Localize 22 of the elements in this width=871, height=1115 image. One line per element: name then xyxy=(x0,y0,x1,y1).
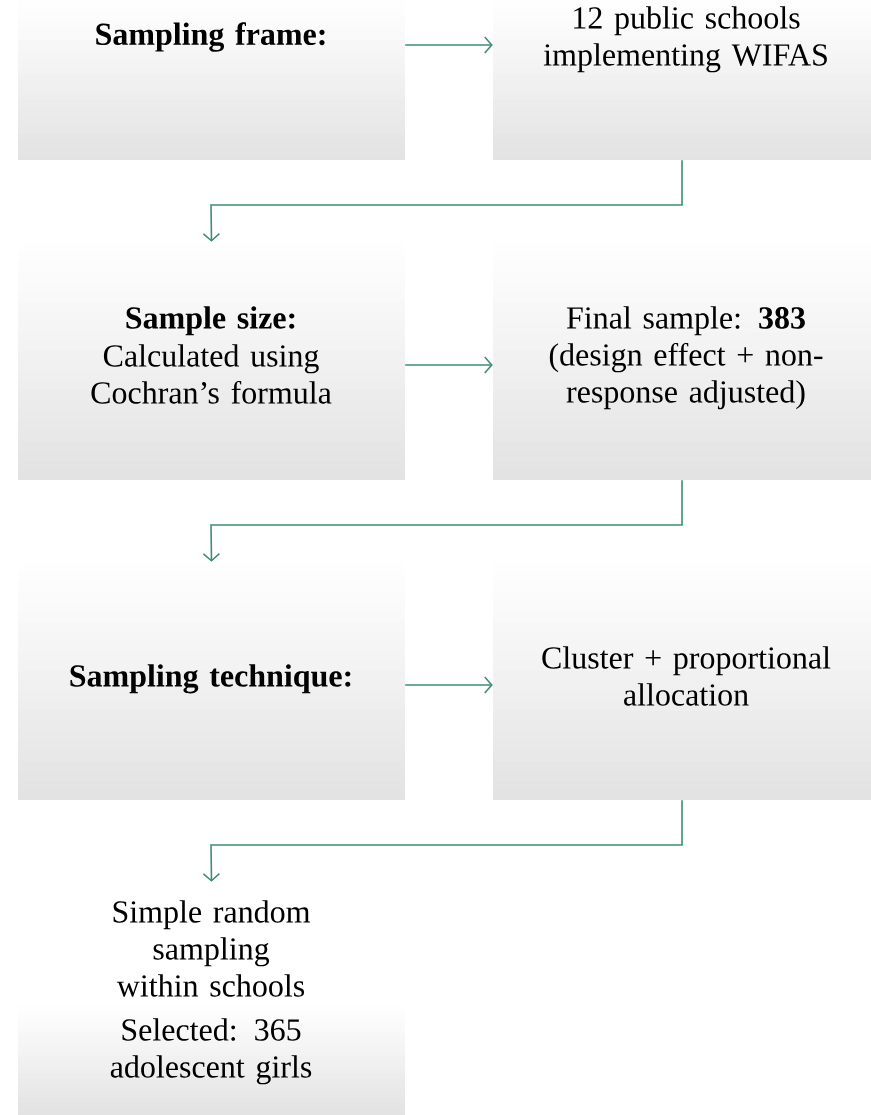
node-label: Calculated using Cochran’s formula xyxy=(91,344,332,404)
arrow xyxy=(202,799,683,882)
process-box: 12 public schools implementing WIFAS xyxy=(493,0,871,160)
node-label: Sampling frame: xyxy=(96,22,325,52)
arrow xyxy=(404,356,493,374)
arrow xyxy=(202,479,683,562)
process-box: Cluster + proportional allocation xyxy=(493,562,871,800)
node-label: Sampling technique: xyxy=(70,664,351,694)
node-label: 12 public schools implementing WIFAS xyxy=(543,6,827,73)
process-box: Simple random sampling within schools Selected: 365 adolescent girls xyxy=(18,882,405,1115)
arrow xyxy=(202,159,683,242)
node-label: Selected: 365 adolescent girls xyxy=(110,1018,312,1085)
node-label: Final sample: 383 (design effect + non-response adjusted) xyxy=(549,306,823,410)
process-box: Sampling frame: xyxy=(18,0,405,160)
arrow xyxy=(404,676,493,694)
node-label: Cluster + proportional allocation xyxy=(542,646,831,706)
node-label: Sample size: xyxy=(126,306,295,336)
arrow xyxy=(404,36,493,54)
node-label: Simple random sampling within schools xyxy=(113,900,311,997)
process-box: Sample size: Calculated using Cochran’s formula xyxy=(18,242,405,480)
process-box: Sampling technique: xyxy=(18,562,405,800)
process-box: Final sample: 383 (design effect + non-response adjusted) xyxy=(493,242,871,480)
